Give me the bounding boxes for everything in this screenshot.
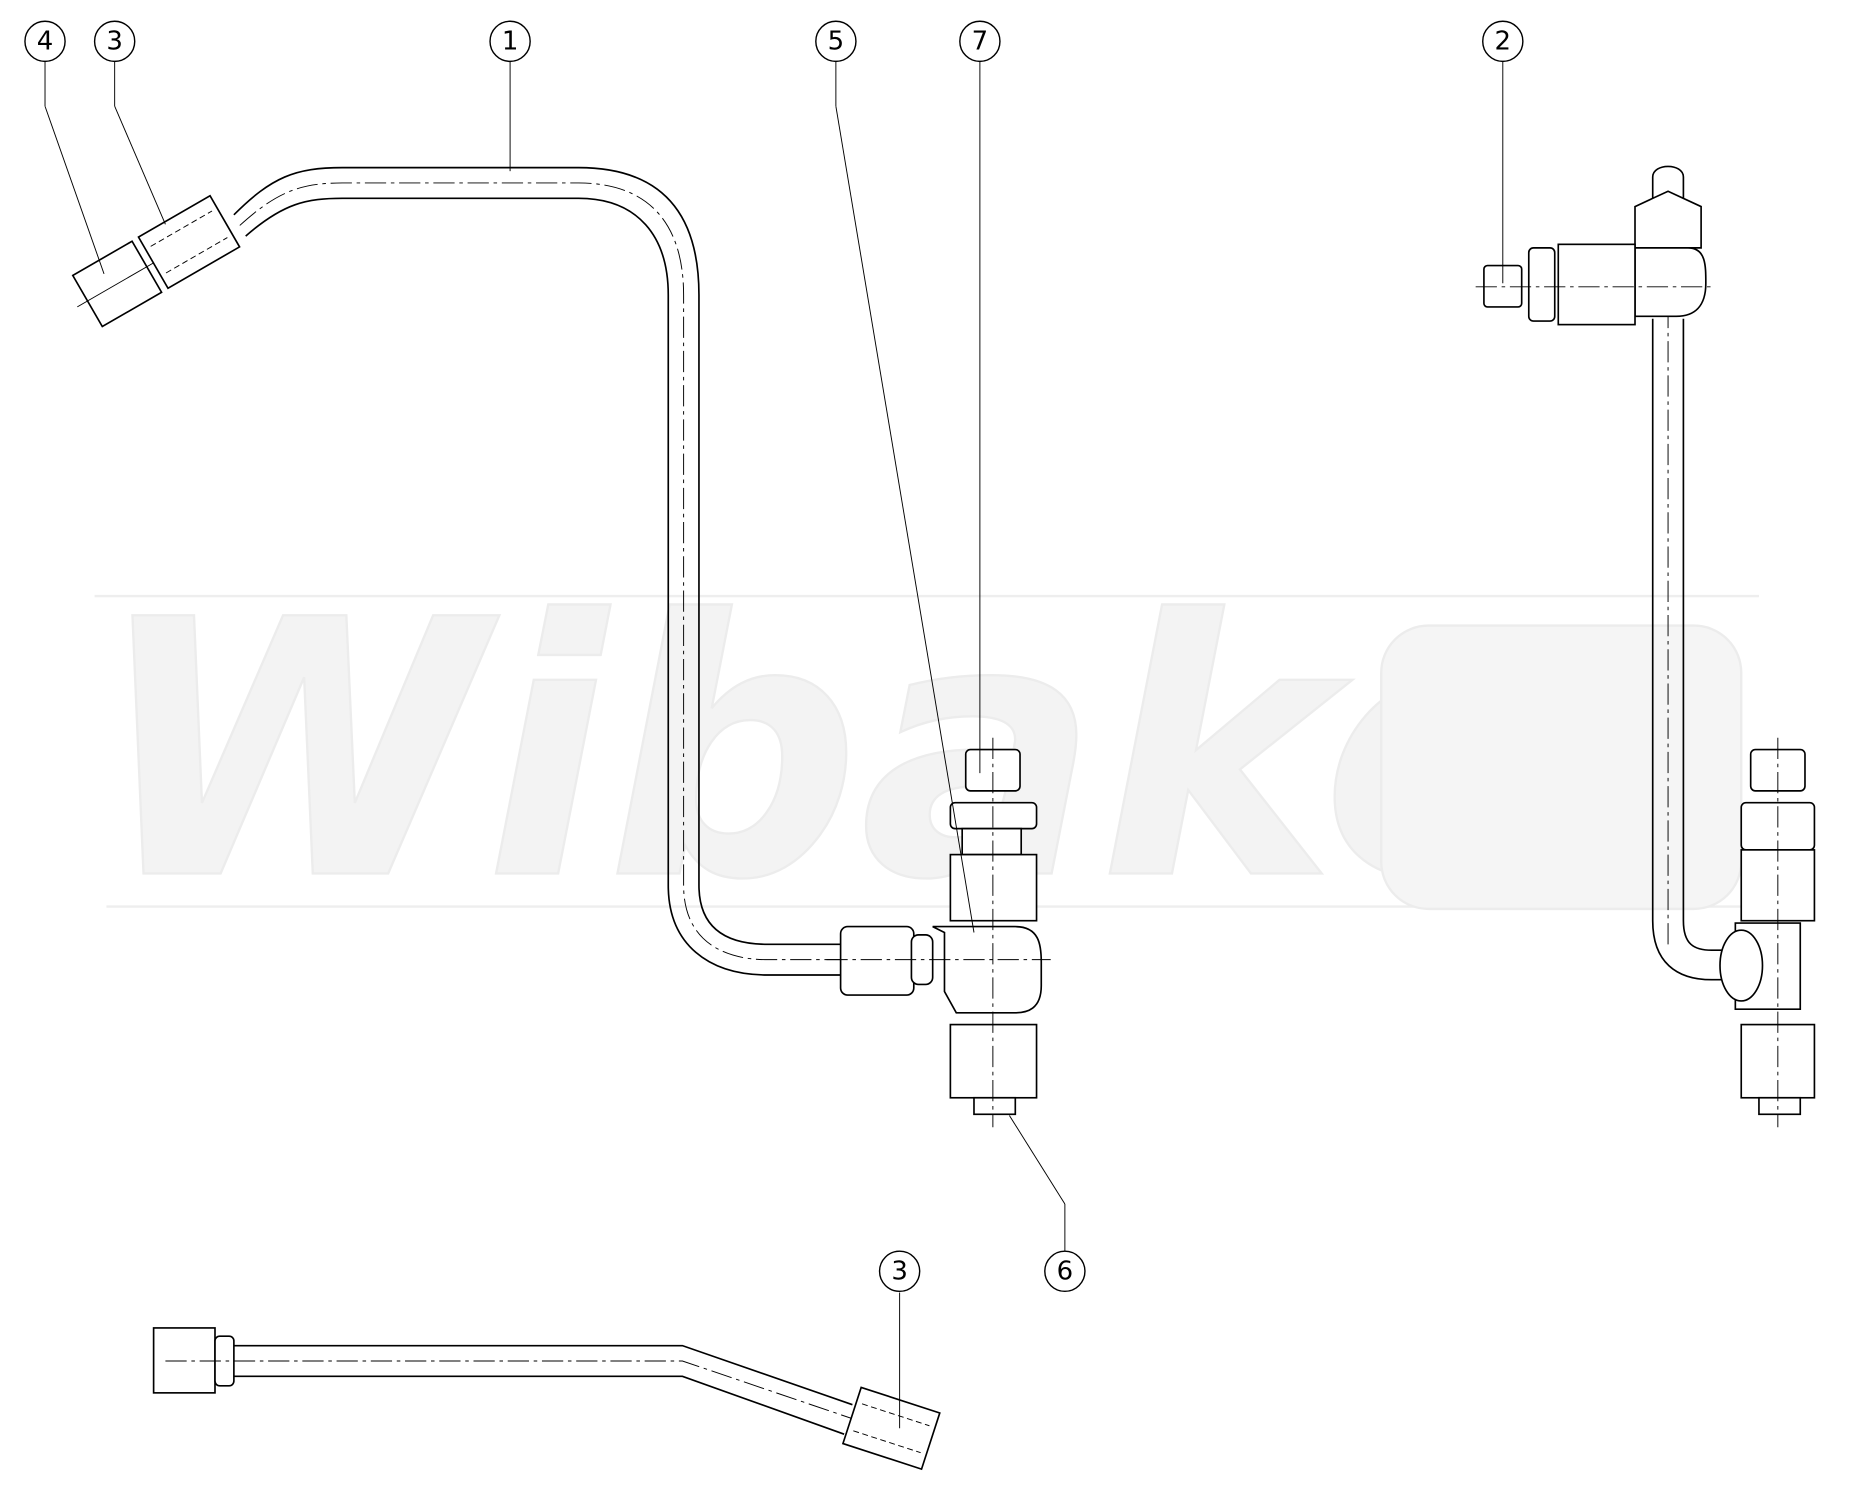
- callout-5: 5: [815, 20, 857, 63]
- tee-assembly: [826, 737, 1051, 1128]
- pipe-1: [233, 166, 841, 976]
- pipe-bottom: [152, 1327, 941, 1471]
- callout-label: 6: [1057, 1256, 1074, 1286]
- leader-lines: [44, 61, 1504, 1429]
- svg-text:Wibako: Wibako: [95, 544, 1566, 957]
- callout-label: 1: [502, 26, 519, 56]
- callout-3: 3: [93, 20, 136, 63]
- callout-label: 3: [106, 26, 123, 56]
- callout-label: 7: [972, 26, 989, 56]
- callout-label: 5: [828, 26, 845, 56]
- fitting-nut-3: [137, 194, 241, 290]
- callout-label: 3: [891, 1256, 908, 1286]
- callout-7: 7: [959, 20, 1001, 63]
- callout-1: 1: [489, 20, 531, 63]
- right-assembly: [1475, 165, 1816, 1128]
- callout-2: 2: [1482, 20, 1524, 63]
- callout-3b: 3: [878, 1250, 921, 1293]
- callout-6: 6: [1044, 1250, 1086, 1293]
- callout-label: 4: [37, 26, 54, 56]
- callout-4: 4: [24, 20, 66, 63]
- fitting-cap-4: [71, 240, 163, 328]
- callout-label: 2: [1495, 26, 1512, 56]
- watermark-logo: Wibako: [93, 543, 1759, 959]
